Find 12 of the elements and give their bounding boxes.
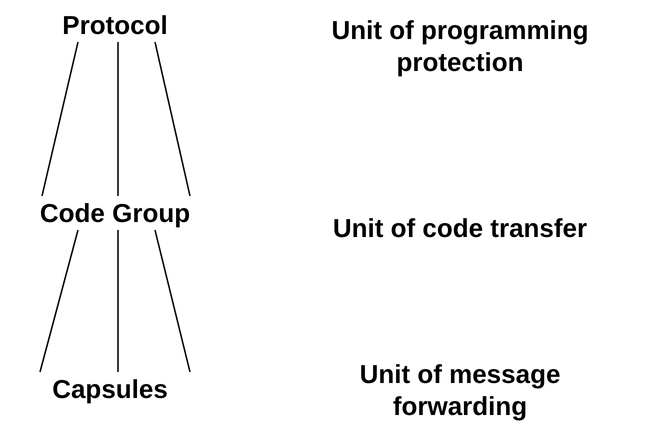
node-label: Capsules bbox=[52, 374, 168, 404]
connector-line bbox=[39, 230, 79, 372]
connector-line bbox=[154, 230, 191, 372]
connector-line bbox=[117, 230, 119, 372]
connector-line bbox=[117, 42, 119, 196]
level-description: Unit of programming protection bbox=[330, 14, 590, 78]
level-description: Unit of code transfer bbox=[332, 212, 588, 244]
node-label: Protocol bbox=[62, 10, 168, 40]
level-description: Unit of message forwarding bbox=[358, 358, 562, 422]
connector-line bbox=[154, 42, 191, 196]
connector-line bbox=[41, 42, 79, 196]
node-label: Code Group bbox=[40, 198, 190, 228]
